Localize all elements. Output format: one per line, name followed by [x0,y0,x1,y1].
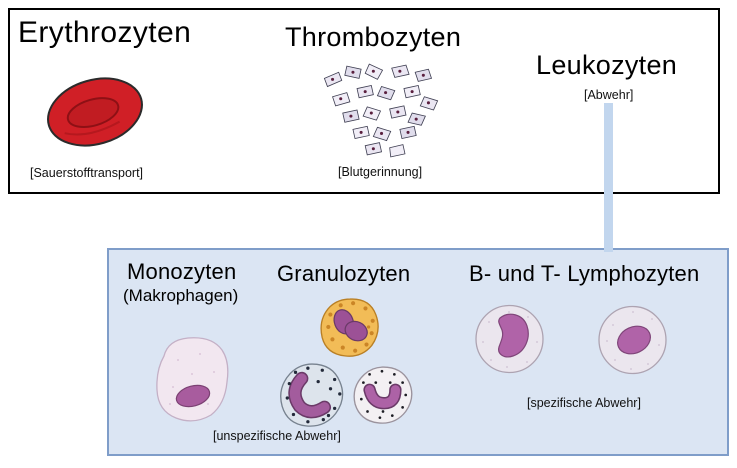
b-lymphocyte-illustration [475,304,544,374]
neutrophil-granulocyte-illustration [353,366,413,424]
erythrocyte-illustration [47,77,143,147]
t-lymphocyte-illustration [598,305,667,375]
thrombocytes-illustration [323,63,439,158]
erythrozyten-title: Erythrozyten [18,16,192,49]
eosinophil-granulocyte-illustration [320,298,379,357]
monocyte-illustration [156,337,229,422]
leukocyte-types-box: Monozyten (Makrophagen) Granulozyten [107,248,729,456]
lymphozyten-caption: [spezifische Abwehr] [527,396,641,410]
granulozyten-caption: [unspezifische Abwehr] [213,429,341,443]
granulozyten-title: Granulozyten [277,261,411,286]
lymphozyten-title: B- und T- Lymphozyten [469,261,700,286]
thrombozyten-title: Thrombozyten [285,22,462,52]
monozyten-subtitle: (Makrophagen) [123,286,239,305]
basophil-granulocyte-illustration [280,363,344,427]
erythrozyten-caption: [Sauerstofftransport] [30,166,144,180]
monozyten-title: Monozyten [127,259,237,284]
leukozyten-title: Leukozyten [536,50,678,80]
leukozyten-connector-line [604,103,613,252]
thrombozyten-caption: [Blutgerinnung] [338,165,423,179]
blood-components-box: Erythrozyten [Sauerstofftransport] Throm… [8,8,720,194]
leukozyten-caption: [Abwehr] [584,88,634,102]
